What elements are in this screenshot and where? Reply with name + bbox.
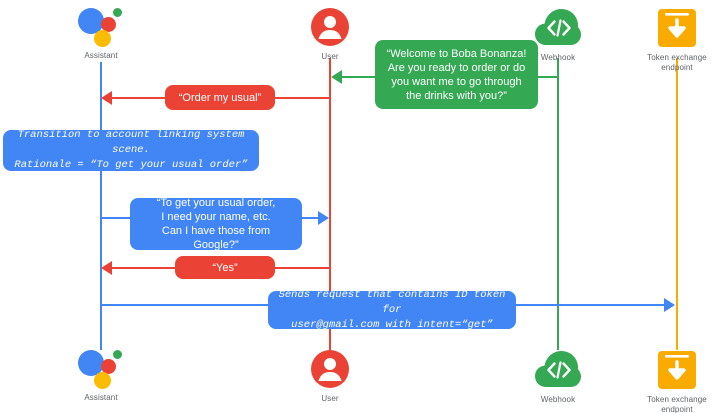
message-order-my-usual: “Order my usual” [165, 85, 275, 110]
actor-user-top: User [275, 5, 385, 62]
actor-label-assistant: Assistant [84, 51, 118, 60]
arrow-head-assistant-to-user-request [318, 211, 329, 225]
actor-user-bottom: User [275, 347, 385, 404]
assistant-dot-red [101, 17, 116, 32]
actor-label-endpoint: Token exchange endpoint [647, 53, 707, 72]
arrow-head-user-to-assistant-yes [101, 261, 112, 275]
token-download-icon-bottom [622, 348, 725, 392]
actor-label-webhook-bottom: Webhook [540, 395, 576, 404]
lifeline-endpoint [676, 58, 678, 350]
actor-label-assistant-bottom: Assistant [84, 393, 118, 402]
token-download-glyph [658, 9, 696, 47]
message-yes: “Yes” [175, 256, 275, 279]
cloud-code-icon-bottom [503, 348, 613, 392]
actor-endpoint-top: Token exchange endpoint [622, 6, 725, 73]
assistant-dot-green [113, 8, 122, 17]
cloud-code-glyph [535, 9, 581, 45]
google-assistant-icon [46, 4, 156, 48]
lifeline-webhook [557, 58, 559, 350]
actor-endpoint-bottom: Token exchange endpoint [622, 348, 725, 413]
token-download-glyph-bottom [658, 351, 696, 389]
message-transition-to-account-linking: Transition to account linking system sce… [3, 129, 259, 171]
assistant-dot-blue-bottom [78, 350, 104, 376]
actor-assistant-top: Assistant [46, 4, 156, 61]
actor-label-webhook: Webhook [540, 53, 576, 62]
user-avatar-glyph [311, 8, 349, 46]
arrow-head-user-to-assistant-order [101, 91, 112, 105]
cloud-code-icon [503, 6, 613, 50]
arrow-head-assistant-to-endpoint [664, 298, 675, 312]
assistant-dot-blue [78, 8, 104, 34]
actor-label-endpoint-bottom: Token exchange endpoint [647, 395, 707, 413]
assistant-dot-red-bottom [101, 359, 116, 374]
lifeline-user [329, 58, 331, 350]
assistant-dot-yellow [94, 30, 111, 47]
actor-webhook-bottom: Webhook [503, 348, 613, 405]
user-avatar-glyph-bottom [311, 350, 349, 388]
user-avatar-icon [275, 5, 385, 49]
lifeline-assistant [100, 62, 102, 350]
assistant-dot-green-bottom [113, 350, 122, 359]
assistant-dot-yellow-bottom [94, 372, 111, 389]
message-sends-request-id-token: Sends request that contains ID token for… [268, 289, 516, 331]
actor-label-user-bottom: User [321, 394, 339, 403]
actor-label-user: User [321, 52, 339, 61]
cloud-code-glyph-bottom [535, 351, 581, 387]
token-download-icon [622, 6, 725, 50]
google-assistant-icon-bottom [46, 346, 156, 390]
arrow-head-webhook-to-user [331, 70, 342, 84]
actor-assistant-bottom: Assistant [46, 346, 156, 403]
message-request-user-info: “To get your usual order, I need your na… [130, 197, 302, 251]
actor-webhook-top: Webhook [503, 6, 613, 63]
user-avatar-icon-bottom [275, 347, 385, 391]
message-welcome: “Welcome to Boba Bonanza! Are you ready … [375, 40, 538, 109]
